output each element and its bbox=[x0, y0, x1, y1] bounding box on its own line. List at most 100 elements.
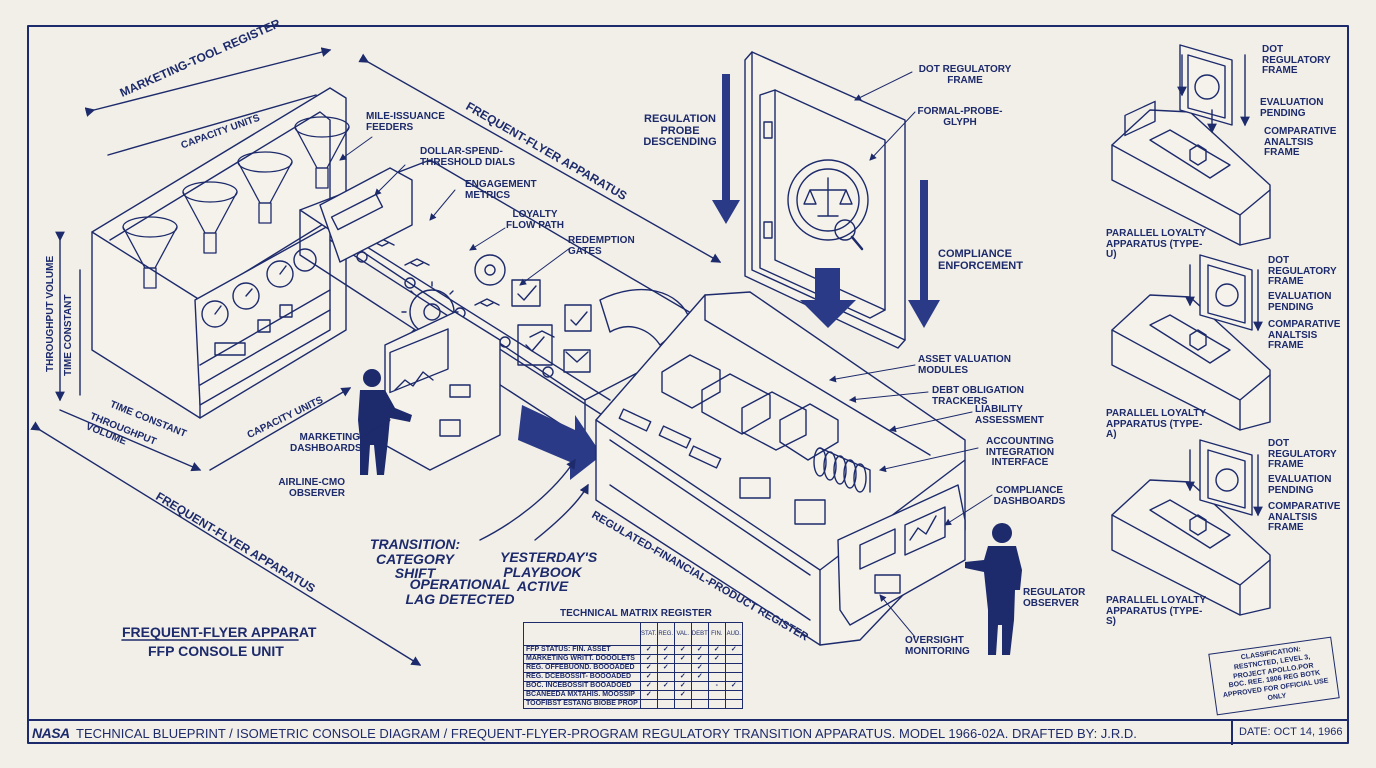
matrix-cell bbox=[724, 690, 743, 700]
matrix-row-label: BOC. INCEBOSSIT BOOADOED bbox=[523, 681, 641, 691]
drafted-date: DATE: OCT 14, 1966 bbox=[1239, 726, 1343, 738]
matrix-cell: ✓ bbox=[639, 690, 658, 700]
matrix-cell: ✓ bbox=[707, 645, 726, 655]
dollar-spend-label: DOLLAR-SPEND-THRESHOLD DIALS bbox=[420, 146, 515, 168]
matrix-cell: ✓ bbox=[639, 672, 658, 682]
matrix-cell: ✓ bbox=[690, 654, 709, 664]
parallel-a-eval: EVALUATION PENDING bbox=[1268, 291, 1332, 313]
matrix-cell bbox=[673, 699, 692, 709]
matrix-cell bbox=[690, 681, 709, 691]
liability-label: LIABILITY ASSESSMENT bbox=[975, 404, 1044, 426]
matrix-cell bbox=[656, 699, 675, 709]
redemption-label: REDEMPTION GATES bbox=[568, 235, 635, 257]
matrix-cell bbox=[690, 690, 709, 700]
matrix-cell: ✓ bbox=[724, 645, 743, 655]
matrix-cell bbox=[639, 699, 658, 709]
console-unit-title: FREQUENT-FLYER APPARAT bbox=[122, 624, 317, 640]
regulator-observer-label: REGULATOR OBSERVER bbox=[1023, 587, 1086, 609]
parallel-u-dot: DOT REGULATORY FRAME bbox=[1262, 44, 1331, 76]
parallel-s-comp: COMPARATIVE ANALTSIS FRAME bbox=[1268, 501, 1341, 533]
parallel-s-dot: DOT REGULATORY FRAME bbox=[1268, 438, 1337, 470]
matrix-cell bbox=[724, 663, 743, 673]
time-constant-vertical: TIME CONSTANT bbox=[63, 294, 74, 376]
date-box: DATE: OCT 14, 1966 bbox=[1231, 721, 1350, 745]
matrix-column-header: STAT. bbox=[639, 622, 658, 646]
parallel-apparatus-type-s bbox=[1111, 439, 1271, 616]
title-block-text: TECHNICAL BLUEPRINT / ISOMETRIC CONSOLE … bbox=[76, 726, 1137, 741]
matrix-column-header: AUD. bbox=[724, 622, 743, 646]
matrix-cell: ✓ bbox=[656, 681, 675, 691]
matrix-row: TOOFIBST ESTANG BIOBE PROP bbox=[523, 699, 743, 709]
matrix-cell: ✓ bbox=[656, 654, 675, 664]
matrix-cell bbox=[656, 690, 675, 700]
matrix-cell: ✓ bbox=[690, 672, 709, 682]
outer-frame bbox=[27, 25, 1349, 744]
matrix-cell bbox=[690, 699, 709, 709]
matrix-cell bbox=[707, 690, 726, 700]
matrix-cell: ✓ bbox=[690, 645, 709, 655]
matrix-title: TECHNICAL MATRIX REGISTER bbox=[560, 608, 712, 619]
compliance-enforcement-label: COMPLIANCE ENFORCEMENT bbox=[938, 248, 1023, 272]
parallel-u-comp: COMPARATIVE ANALTSIS FRAME bbox=[1264, 126, 1337, 158]
compliance-dashboards-label: COMPLIANCE DASHBOARDS bbox=[993, 485, 1066, 507]
matrix-cell bbox=[707, 699, 726, 709]
regulated-financial-console bbox=[595, 291, 966, 646]
loyalty-flow-label: LOYALTY FLOW PATH bbox=[506, 209, 564, 231]
oversight-label: OVERSIGHT MONITORING bbox=[905, 635, 970, 657]
matrix-cell bbox=[707, 672, 726, 682]
parallel-a-name: PARALLEL LOYALTY APPARATUS (TYPE-A) bbox=[1106, 408, 1207, 440]
regulation-probe-label: REGULATION PROBE DESCENDING bbox=[643, 113, 717, 149]
matrix-cell: ✓ bbox=[639, 654, 658, 664]
parallel-s-name: PARALLEL LOYALTY APPARATUS (TYPE-S) bbox=[1106, 595, 1207, 627]
transition-label: TRANSITION: CATEGORY SHIFT bbox=[369, 536, 461, 582]
matrix-row-label: BCANEEDA MXTAHIS. MOOSSIP bbox=[523, 690, 641, 700]
parallel-u-name: PARALLEL LOYALTY APPARATUS (TYPE-U) bbox=[1106, 228, 1207, 260]
matrix-cell: ✓ bbox=[707, 654, 726, 664]
matrix-column-header: DEBT bbox=[690, 622, 709, 646]
dot-regulatory-frame bbox=[744, 51, 906, 349]
marketing-tool-machine bbox=[55, 47, 352, 472]
matrix-row-label: MARKETING WRITT. DOOOLETS bbox=[523, 654, 641, 664]
matrix-column-header: FIN. bbox=[707, 622, 726, 646]
matrix-cell: - bbox=[707, 681, 726, 691]
parallel-u-eval: EVALUATION PENDING bbox=[1260, 97, 1324, 119]
playbook-label: YESTERDAY'S PLAYBOOK ACTIVE bbox=[500, 549, 598, 595]
matrix-cell: ✓ bbox=[673, 654, 692, 664]
airline-cmo-label: AIRLINE-CMO OBSERVER bbox=[278, 477, 345, 499]
regulator-figure bbox=[965, 523, 1022, 655]
parallel-apparatus-type-a bbox=[1111, 254, 1271, 431]
marketing-dashboards-label: MARKETING DASHBOARDS bbox=[290, 432, 362, 454]
matrix-row: FFP STATUS: FIN. ASSET✓✓✓✓✓✓ bbox=[523, 645, 743, 655]
matrix-cell bbox=[707, 663, 726, 673]
matrix-cell: ✓ bbox=[639, 663, 658, 673]
matrix-cell: ✓ bbox=[639, 645, 658, 655]
matrix-cell bbox=[673, 663, 692, 673]
matrix-column-header: VAL. bbox=[673, 622, 692, 646]
matrix-column-header: REG. bbox=[656, 622, 675, 646]
throughput-volume-vertical: THROUGHPUT VOLUME bbox=[45, 255, 56, 372]
transition-arrow bbox=[518, 405, 602, 480]
matrix-cell: ✓ bbox=[673, 681, 692, 691]
accounting-interface-label: ACCOUNTING INTEGRATION INTERFACE bbox=[985, 436, 1055, 468]
matrix-cell bbox=[724, 654, 743, 664]
parallel-a-comp: COMPARATIVE ANALTSIS FRAME bbox=[1268, 319, 1341, 351]
regulation-arrows bbox=[712, 74, 940, 328]
title-block: NASA TECHNICAL BLUEPRINT / ISOMETRIC CON… bbox=[28, 719, 1348, 745]
matrix-row-label: FFP STATUS: FIN. ASSET bbox=[523, 645, 641, 655]
matrix-row: REG. DCEBOSSIT- BOOOADED✓✓✓ bbox=[523, 672, 743, 682]
asset-valuation-label: ASSET VALUATION MODULES bbox=[918, 354, 1011, 376]
matrix-cell: ✓ bbox=[724, 681, 743, 691]
matrix-row: MARKETING WRITT. DOOOLETS✓✓✓✓✓ bbox=[523, 654, 743, 664]
matrix-cell bbox=[724, 699, 743, 709]
parallel-apparatus-type-u bbox=[1111, 44, 1271, 246]
matrix-row-label: TOOFIBST ESTANG BIOBE PROP bbox=[523, 699, 641, 709]
matrix-cell: ✓ bbox=[639, 681, 658, 691]
formal-probe-glyph-label: FORMAL-PROBE-GLYPH bbox=[917, 106, 1003, 128]
matrix-row-label: REG. DCEBOSSIT- BOOOADED bbox=[523, 672, 641, 682]
nasa-logo: NASA bbox=[32, 725, 70, 741]
dot-frame-label: DOT REGULATORY FRAME bbox=[918, 64, 1012, 86]
matrix-cell: ✓ bbox=[656, 663, 675, 673]
